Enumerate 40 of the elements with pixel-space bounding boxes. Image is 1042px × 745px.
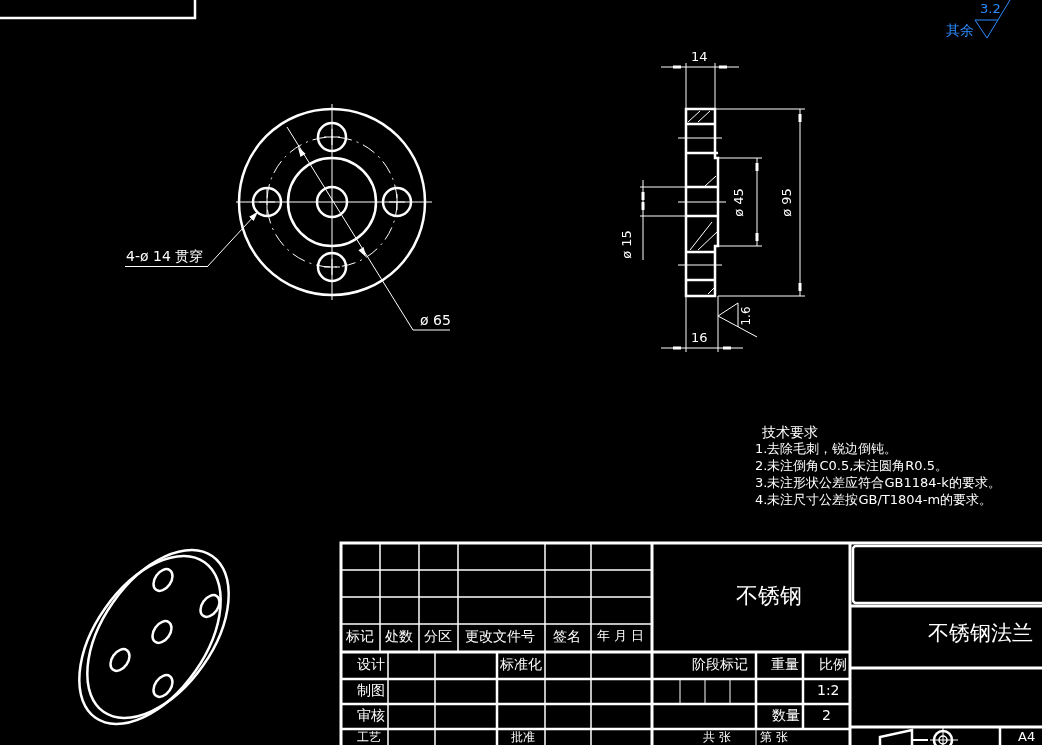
dimension-text: 14 bbox=[691, 50, 708, 63]
table-header: 分区 bbox=[424, 629, 452, 643]
note-text: 1.去除毛刺，锐边倒钝。 bbox=[755, 442, 898, 455]
table-header: 重量 bbox=[771, 657, 799, 671]
heading: 技术要求 bbox=[762, 425, 818, 439]
dimension-text: 16 bbox=[691, 331, 708, 344]
table-header: 年 月 日 bbox=[597, 629, 645, 642]
sheet-size: A4 bbox=[1018, 730, 1036, 743]
table-header: 标记 bbox=[346, 629, 374, 643]
note-text: 3.未注形状公差应符合GB1184-k的要求。 bbox=[755, 476, 1001, 489]
note-text: 其余 bbox=[946, 23, 974, 37]
table-header: 审核 bbox=[357, 708, 385, 722]
table-header: 设计 bbox=[357, 657, 385, 671]
dimension-text: ø 65 bbox=[420, 313, 451, 327]
table-header: 标准化 bbox=[500, 657, 542, 671]
table-header: 制图 bbox=[357, 683, 385, 697]
roughness-value: 3.2 bbox=[980, 2, 1001, 15]
callout-text: 4-ø 14 贯穿 bbox=[125, 249, 208, 267]
table-header: 数量 bbox=[772, 708, 800, 722]
table-cell: 1:2 bbox=[817, 683, 840, 697]
table-header: 比例 bbox=[819, 657, 847, 671]
note-text: 2.未注倒角C0.5,未注圆角R0.5。 bbox=[755, 459, 948, 472]
leader-line bbox=[206, 211, 259, 268]
dimension-text: ø 15 bbox=[619, 229, 633, 259]
note-text: 4.未注尺寸公差按GB/T1804-m的要求。 bbox=[755, 493, 993, 506]
table-header: 第 张 bbox=[760, 731, 788, 743]
table-header: 阶段标记 bbox=[692, 657, 748, 671]
roughness-value: 1.6 bbox=[739, 306, 752, 326]
table-header: 共 张 bbox=[703, 731, 731, 743]
part-title: 不锈钢法兰 bbox=[928, 623, 1033, 644]
table-header: 工艺 bbox=[357, 731, 381, 743]
table-header: 批准 bbox=[511, 731, 535, 743]
table-header: 签名 bbox=[553, 629, 581, 643]
dimension-text: ø 45 bbox=[731, 187, 745, 217]
table-header: 处数 bbox=[385, 629, 413, 643]
dimension-text: ø 95 bbox=[779, 187, 793, 217]
table-cell: 2 bbox=[822, 708, 831, 722]
table-header: 更改文件号 bbox=[465, 629, 535, 643]
material-text: 不锈钢 bbox=[736, 585, 802, 607]
bolt-hole bbox=[251, 186, 283, 218]
